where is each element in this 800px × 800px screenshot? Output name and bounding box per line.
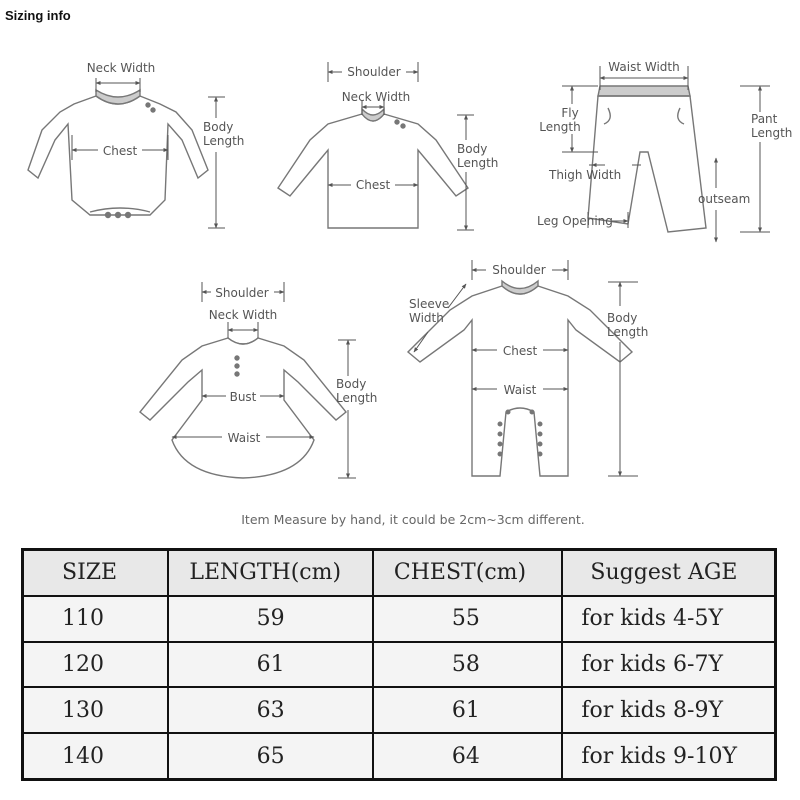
page-title: Sizing info (5, 8, 71, 23)
pants-leg-opening-label: Leg Opening (537, 214, 613, 228)
tshirt-chest-label: Chest (356, 178, 391, 192)
romper-shoulder-label: Shoulder (492, 263, 546, 277)
cell-size: 140 (24, 734, 170, 778)
cell-size: 110 (24, 596, 170, 643)
bodysuit-body-length-label-2: Length (203, 134, 244, 148)
table-row: 140 65 64 for kids 9-10Y (24, 734, 774, 778)
table-row: 120 61 58 for kids 6-7Y (24, 642, 774, 689)
dress-shoulder-label: Shoulder (215, 286, 269, 300)
romper-body-length-label-1: Body (607, 311, 637, 325)
bodysuit-neck-width-label: Neck Width (87, 61, 156, 75)
cell-chest: 55 (373, 596, 564, 643)
header-suggest-age: Suggest AGE (563, 551, 774, 597)
header-chest: CHEST(cm) (373, 551, 564, 597)
dress-neck-width-label: Neck Width (209, 308, 278, 322)
tshirt-body-length-label-1: Body (457, 142, 487, 156)
pants-fly-length-label-2: Length (539, 120, 580, 134)
cell-length: 61 (169, 642, 374, 689)
dress-waist-label: Waist (228, 431, 261, 445)
dress-diagram (139, 337, 347, 479)
dress-body-length-label-1: Body (336, 377, 366, 391)
romper-chest-label: Chest (503, 344, 538, 358)
pants-outseam-label: outseam (698, 192, 750, 206)
tshirt-collar (361, 107, 385, 122)
header-size: SIZE (24, 551, 170, 597)
table-row: 110 59 55 for kids 4-5Y (24, 596, 774, 643)
cell-suggest-age: for kids 6-7Y (563, 642, 774, 689)
tshirt-body-length-label-2: Length (457, 156, 498, 170)
bodysuit-body-length-label-1: Body (203, 120, 233, 134)
cell-size: 120 (24, 642, 170, 689)
tshirt-outline (277, 113, 469, 229)
romper-body-length-label-2: Length (607, 325, 648, 339)
pants-waist-width-label: Waist Width (608, 60, 679, 74)
dress-bust-label: Bust (230, 390, 257, 404)
pants-pant-length-label-1: Pant (751, 112, 778, 126)
dress-collar (227, 337, 259, 345)
romper-sleeve-width-label-1: Sleeve (409, 297, 449, 311)
table-header-row: SIZE LENGTH(cm) CHEST(cm) Suggest AGE (24, 551, 774, 597)
bodysuit-chest-label: Chest (103, 144, 138, 158)
measurement-diagrams: Neck Width Chest Body Length Shoulder Ne… (27, 60, 792, 479)
cell-length: 59 (169, 596, 374, 643)
bodysuit-collar (95, 88, 141, 105)
tshirt-shoulder-label: Shoulder (347, 65, 401, 79)
cell-length: 63 (169, 688, 374, 735)
romper-diagram (406, 279, 634, 477)
tshirt-neck-width-label: Neck Width (342, 90, 411, 104)
cell-size: 130 (24, 688, 170, 735)
size-table: SIZE LENGTH(cm) CHEST(cm) Suggest AGE 11… (21, 548, 777, 781)
dress-body-length-label-2: Length (336, 391, 377, 405)
pants-pant-length-label-2: Length (751, 126, 792, 140)
cell-suggest-age: for kids 9-10Y (563, 734, 774, 778)
header-length: LENGTH(cm) (169, 551, 374, 597)
romper-collar (501, 279, 539, 295)
pants-diagram (587, 85, 707, 233)
pants-waistband (597, 85, 691, 97)
pants-outline (587, 95, 707, 233)
cell-length: 65 (169, 734, 374, 778)
measurement-note: Item Measure by hand, it could be 2cm~3c… (241, 512, 585, 527)
romper-sleeve-width-label-2: Width (409, 311, 444, 325)
tshirt-diagram (277, 107, 469, 229)
pants-thigh-width-label: Thigh Width (548, 168, 621, 182)
dress-outline (139, 337, 347, 479)
cell-suggest-age: for kids 8-9Y (563, 688, 774, 735)
romper-waist-label: Waist (504, 383, 537, 397)
table-row: 130 63 61 for kids 8-9Y (24, 688, 774, 735)
bodysuit-diagram (27, 88, 209, 219)
cell-chest: 64 (373, 734, 564, 778)
cell-chest: 58 (373, 642, 564, 689)
cell-suggest-age: for kids 4-5Y (563, 596, 774, 643)
pants-fly-length-label-1: Fly (561, 106, 578, 120)
cell-chest: 61 (373, 688, 564, 735)
